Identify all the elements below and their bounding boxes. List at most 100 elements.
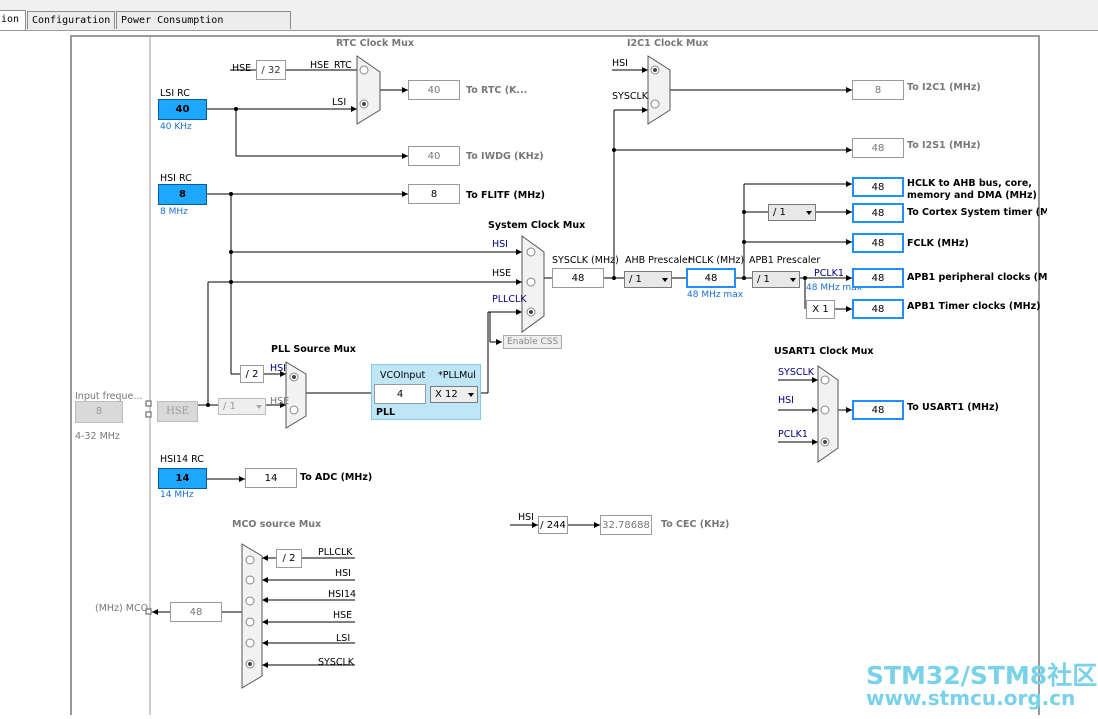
fclk-value[interactable]: 48 xyxy=(852,233,904,253)
tab-bar: ion Configuration Power Consumption Calc… xyxy=(0,0,1098,44)
pll-name: PLL xyxy=(376,407,396,418)
pll-mul-select[interactable]: X 12 xyxy=(430,386,478,403)
pll-hsi-divider: / 2 xyxy=(240,365,264,383)
mco-output-value: 48 xyxy=(170,602,222,622)
tab-configuration[interactable]: Configuration xyxy=(27,11,115,29)
cec-output-value: 32.78688 xyxy=(600,515,652,535)
mco-pll-divider: / 2 xyxy=(276,549,302,568)
hsi14-rc-value[interactable]: 14 xyxy=(158,468,207,489)
pll-src-input-hse: HSE xyxy=(270,396,290,407)
chevron-down-icon xyxy=(806,211,812,215)
chevron-down-icon xyxy=(662,278,668,282)
rtc-mux-shape xyxy=(356,55,381,125)
hclk-label: HCLK (MHz) xyxy=(688,255,745,266)
cortex-timer-value[interactable]: 48 xyxy=(852,203,904,223)
pll-mul-label: *PLLMul xyxy=(438,370,476,381)
mco-input-lsi: LSI xyxy=(336,633,351,644)
apb1-prescaler-value: / 1 xyxy=(757,274,770,285)
usart1-input-hsi: HSI xyxy=(778,395,794,406)
sysclk-mux-title: System Clock Mux xyxy=(488,220,586,231)
rtc-output-label: To RTC (K... xyxy=(466,85,528,96)
i2c1-output-label: To I2C1 (MHz) xyxy=(907,82,981,93)
input-frequency-label: Input freque... xyxy=(75,391,143,402)
hsi-rc-title: HSI RC xyxy=(160,173,192,184)
mco-input-pllclk: PLLCLK xyxy=(318,547,353,558)
sysclk-value: 48 xyxy=(552,268,604,288)
apb1-prescaler-label: APB1 Prescaler xyxy=(749,255,821,266)
cortex-timer-label: To Cortex System timer (MHz) xyxy=(907,207,1047,218)
hsi14-rc-title: HSI14 RC xyxy=(160,454,204,465)
diagram-frame xyxy=(70,35,1040,715)
sysclk-mux-input-hsi: HSI xyxy=(492,239,508,250)
i2c1-mux-title: I2C1 Clock Mux xyxy=(627,38,709,49)
hsi-rc-value[interactable]: 8 xyxy=(158,184,207,205)
hclk-max: 48 MHz max xyxy=(687,290,744,300)
apb1-peripheral-value[interactable]: 48 xyxy=(852,268,904,288)
input-frequency-value[interactable]: 8 xyxy=(75,401,123,423)
pll-mul-value: X 12 xyxy=(435,389,458,400)
usart1-output-value[interactable]: 48 xyxy=(852,400,904,420)
iwdg-output-value: 40 xyxy=(408,146,460,166)
rtc-output-value: 40 xyxy=(408,80,460,100)
pll-src-input-hsi: HSI xyxy=(270,363,286,374)
usart1-input-pclk1: PCLK1 xyxy=(778,429,808,440)
mco-input-sysclk: SYSCLK xyxy=(318,657,355,668)
ahb-prescaler-label: AHB Prescaler xyxy=(625,255,692,266)
apb1-timer-multiplier: X 1 xyxy=(806,300,835,319)
cec-output-label: To CEC (KHz) xyxy=(661,519,730,530)
i2c1-mux-input-hsi: HSI xyxy=(612,58,628,69)
cortex-timer-divider-value: / 1 xyxy=(773,207,786,218)
hclk-bus-value[interactable]: 48 xyxy=(852,177,904,197)
flitf-output-label: To FLITF (MHz) xyxy=(466,190,546,201)
enable-css-button[interactable]: Enable CSS xyxy=(503,335,563,349)
hse-prediv-select[interactable]: / 1 xyxy=(218,398,266,415)
pll-src-mux-title: PLL Source Mux xyxy=(271,344,356,355)
hsi14-rc-unit: 14 MHz xyxy=(160,490,194,500)
lsi-rc-value[interactable]: 40 xyxy=(158,99,207,120)
ahb-prescaler-select[interactable]: / 1 xyxy=(624,271,672,288)
input-frequency-range: 4-32 MHz xyxy=(75,431,120,442)
mco-input-hsi: HSI xyxy=(335,568,351,579)
cec-hsi-label: HSI xyxy=(518,512,534,523)
adc-output-value: 14 xyxy=(245,468,297,488)
pll-block: VCOInput *PLLMul 4 X 12 PLL xyxy=(371,364,481,420)
hclk-value[interactable]: 48 xyxy=(686,268,736,288)
fclk-label: FCLK (MHz) xyxy=(907,238,969,249)
chevron-down-icon xyxy=(256,405,262,409)
chevron-down-icon xyxy=(468,393,474,397)
lsi-rc-title: LSI RC xyxy=(160,88,190,99)
i2c1-mux-shape xyxy=(647,55,671,125)
i2c1-output-value: 8 xyxy=(852,80,904,100)
rtc-hse-label: HSE xyxy=(232,63,252,74)
tab-pinout[interactable]: ion xyxy=(0,10,26,30)
flitf-output-value: 8 xyxy=(408,184,460,204)
apb1-timer-label: APB1 Timer clocks (MHz) xyxy=(907,301,1041,312)
pclk1-label: PCLK1 xyxy=(814,268,844,279)
hse-box: HSE xyxy=(157,401,198,422)
pll-src-mux-shape xyxy=(285,361,307,429)
apb1-prescaler-select[interactable]: / 1 xyxy=(752,271,800,288)
apb1-max: 48 MHz max xyxy=(806,283,863,293)
apb1-timer-value[interactable]: 48 xyxy=(852,299,904,319)
mco-input-hsi14: HSI14 xyxy=(328,589,357,600)
chevron-down-icon xyxy=(790,278,796,282)
usart1-output-label: To USART1 (MHz) xyxy=(907,402,999,413)
hsi-rc-unit: 8 MHz xyxy=(160,207,188,217)
usart1-mux-title: USART1 Clock Mux xyxy=(774,346,874,357)
sysclk-mux-input-hse: HSE xyxy=(492,268,512,279)
rtc-hse-divider[interactable]: / 32 xyxy=(256,60,286,80)
hclk-bus-label: HCLK to AHB bus, core, memory and DMA (M… xyxy=(907,178,1037,200)
pll-vco-label: VCOInput xyxy=(380,370,426,381)
mco-input-hse: HSE xyxy=(333,610,353,621)
apb1-peripheral-label: APB1 peripheral clocks (MHz) xyxy=(907,272,1047,283)
usart1-input-sysclk: SYSCLK xyxy=(778,367,815,378)
sysclk-label: SYSCLK (MHz) xyxy=(552,255,619,266)
watermark-title: STM32/STM8社区 xyxy=(866,661,1098,690)
adc-output-label: To ADC (MHz) xyxy=(300,472,373,483)
rtc-mux-input-lsi: LSI xyxy=(332,97,347,108)
iwdg-output-label: To IWDG (KHz) xyxy=(466,151,544,162)
cortex-timer-divider-select[interactable]: / 1 xyxy=(768,204,816,221)
ahb-prescaler-value: / 1 xyxy=(629,274,642,285)
mco-mux-title: MCO source Mux xyxy=(232,519,322,530)
